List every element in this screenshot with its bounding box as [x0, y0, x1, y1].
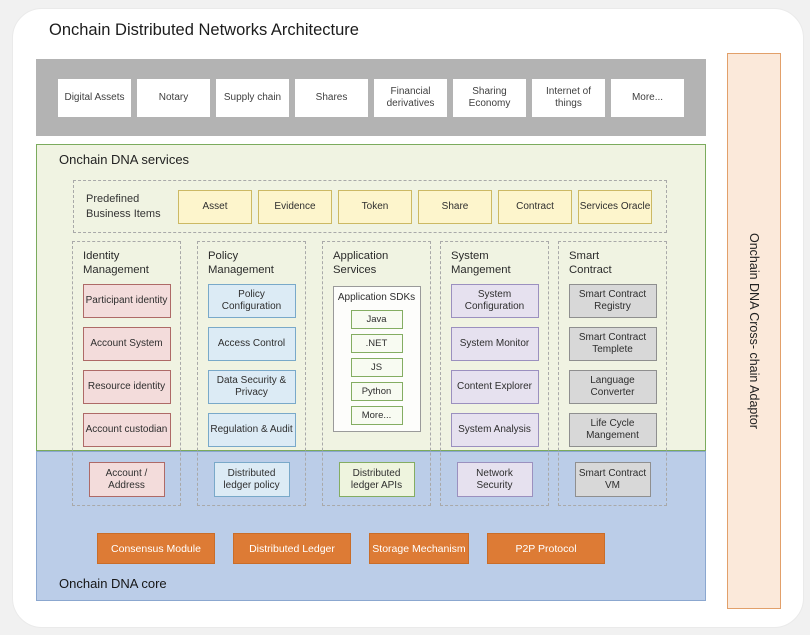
use-case-sharing-economy: Sharing Economy [453, 78, 526, 117]
column-policy-management: Policy Management Policy Configuration A… [197, 241, 306, 506]
column-items: Policy Configuration Access Control Data… [198, 284, 305, 448]
item-system-analysis: System Analysis [450, 413, 539, 448]
predefined-business-items-label: Predefined Business Items [86, 193, 161, 220]
item-language-converter: Language Converter [568, 370, 657, 405]
cross-chain-adaptor-label: Onchain DNA Cross- chain Adaptor [747, 233, 761, 429]
item-content-explorer: Content Explorer [450, 370, 539, 405]
item-account-custodian: Account custodian [82, 413, 171, 448]
item-policy-configuration: Policy Configuration [207, 284, 296, 319]
sdk-java: Java [350, 310, 403, 329]
module-distributed-ledger: Distributed Ledger [233, 533, 351, 564]
column-items: System Configuration System Monitor Cont… [441, 284, 548, 448]
column-heading: System Mangement [451, 250, 511, 277]
module-p2p-protocol: P2P Protocol [487, 533, 605, 564]
item-resource-identity: Resource identity [82, 370, 171, 405]
core-item-distributed-ledger-policy: Distributed ledger policy [213, 462, 290, 497]
predefined-business-items-group: Predefined Business Items Asset Evidence… [73, 180, 667, 233]
column-heading: Policy Management [208, 250, 274, 277]
core-modules-row: Consensus Module Distributed Ledger Stor… [97, 533, 605, 564]
item-participant-identity: Participant identity [82, 284, 171, 319]
predefined-item-services-oracle: Services Oracle [578, 189, 652, 224]
item-access-control: Access Control [207, 327, 296, 362]
item-smart-contract-templete: Smart Contract Templete [568, 327, 657, 362]
core-item-smart-contract-vm: Smart Contract VM [574, 462, 651, 497]
column-application-services: Application Services Application SDKs Ja… [322, 241, 431, 506]
use-case-financial-derivatives: Financial derivatives [374, 78, 447, 117]
sdk-more: More... [350, 406, 403, 425]
application-sdks-box: Application SDKs Java .NET JS Python Mor… [332, 286, 421, 432]
item-smart-contract-registry: Smart Contract Registry [568, 284, 657, 319]
item-data-security-privacy: Data Security & Privacy [207, 370, 296, 405]
core-section-label: Onchain DNA core [59, 576, 167, 591]
item-regulation-audit: Regulation & Audit [207, 413, 296, 448]
item-system-monitor: System Monitor [450, 327, 539, 362]
predefined-business-items-row: Asset Evidence Token Share Contract Serv… [178, 189, 652, 224]
item-system-configuration: System Configuration [450, 284, 539, 319]
column-heading: Smart Contract [569, 250, 612, 277]
column-smart-contract: Smart Contract Smart Contract Registry S… [558, 241, 667, 506]
predefined-item-asset: Asset [178, 189, 252, 224]
use-case-supply-chain: Supply chain [216, 78, 289, 117]
column-items: Participant identity Account System Reso… [73, 284, 180, 448]
column-heading: Application Services [333, 250, 389, 277]
use-case-shares: Shares [295, 78, 368, 117]
column-system-management: System Mangement System Configuration Sy… [440, 241, 549, 506]
sdk-python: Python [350, 382, 403, 401]
predefined-item-token: Token [338, 189, 412, 224]
core-item-distributed-ledger-apis: Distributed ledger APIs [338, 462, 415, 497]
sdk-items: Java .NET JS Python More... [334, 310, 420, 425]
column-heading: Identity Management [83, 250, 149, 277]
use-case-internet-of-things: Internet of things [532, 78, 605, 117]
column-items: Smart Contract Registry Smart Contract T… [559, 284, 666, 448]
use-case-more: More... [611, 78, 684, 117]
core-item-network-security: Network Security [456, 462, 533, 497]
diagram-title: Onchain Distributed Networks Architectur… [49, 21, 359, 39]
module-storage-mechanism: Storage Mechanism [369, 533, 469, 564]
predefined-item-evidence: Evidence [258, 189, 332, 224]
core-item-account-address: Account / Address [88, 462, 165, 497]
sdk-js: JS [350, 358, 403, 377]
column-identity-management: Identity Management Participant identity… [72, 241, 181, 506]
use-case-notary: Notary [137, 78, 210, 117]
services-section-label: Onchain DNA services [59, 152, 190, 167]
cross-chain-adaptor: Onchain DNA Cross- chain Adaptor [727, 53, 781, 609]
use-cases-band: Digital Assets Notary Supply chain Share… [36, 59, 706, 136]
predefined-item-share: Share [418, 189, 492, 224]
application-sdks-label: Application SDKs [337, 292, 416, 303]
module-consensus: Consensus Module [97, 533, 215, 564]
use-case-digital-assets: Digital Assets [58, 78, 131, 117]
diagram-card: Onchain Distributed Networks Architectur… [12, 8, 804, 628]
item-account-system: Account System [82, 327, 171, 362]
item-life-cycle-mangement: Life Cycle Mangement [568, 413, 657, 448]
predefined-item-contract: Contract [498, 189, 572, 224]
sdk-dotnet: .NET [350, 334, 403, 353]
